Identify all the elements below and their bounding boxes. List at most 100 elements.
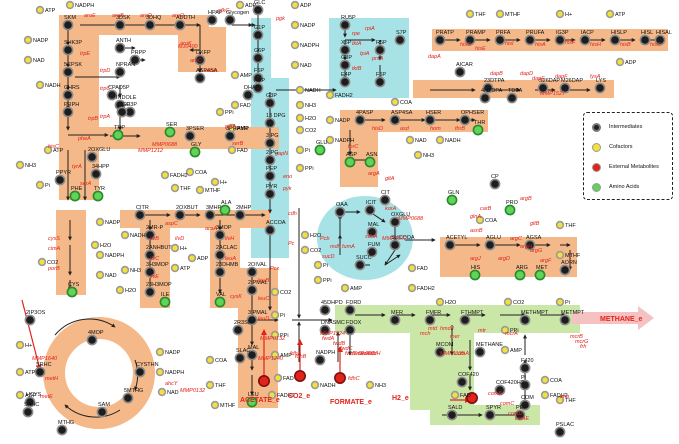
cofactor-node xyxy=(405,135,415,145)
intermediate-node xyxy=(264,170,276,182)
cofactor-node xyxy=(15,367,25,377)
cofactor-label: ADP xyxy=(625,60,637,66)
intermediate-label: ICIT xyxy=(366,200,377,206)
cofactor-node xyxy=(407,263,417,273)
external-metabolite-node xyxy=(465,391,478,404)
cofactor-node xyxy=(450,390,460,400)
intermediate-node xyxy=(424,114,436,126)
intermediate-label: 2MHP xyxy=(236,205,252,211)
intermediate-node xyxy=(379,194,391,206)
intermediate-label: PI xyxy=(521,375,527,381)
cofactor-label: COA xyxy=(400,100,412,106)
enzyme-label: fumA xyxy=(342,244,355,250)
cofactor-node xyxy=(23,35,33,45)
intermediate-label: 13 DPG xyxy=(266,113,286,119)
amino-acid-label: SER xyxy=(166,122,177,128)
cofactor-node xyxy=(390,97,400,107)
intermediate-label: AORN xyxy=(561,260,577,266)
enzyme-label: ahcY xyxy=(165,381,178,387)
cofactor-label: PPi xyxy=(510,328,519,334)
external-metabolite-node xyxy=(257,374,270,387)
enzyme-label: aroK xyxy=(180,41,192,47)
enzyme-label: argC xyxy=(510,236,522,242)
intermediate-node xyxy=(144,229,156,241)
intermediate-label: F420 xyxy=(521,358,534,364)
cofactor-node xyxy=(500,345,510,355)
intermediate-label: PEP xyxy=(516,405,527,411)
intermediate-label: METMPT xyxy=(561,310,585,316)
cofactor-label: CO2 xyxy=(280,290,291,296)
intermediate-label: 3H3MOP xyxy=(146,262,169,268)
enzyme-label: trpB xyxy=(88,116,98,122)
enzyme-label: comC xyxy=(500,401,514,407)
cofactor-node xyxy=(267,390,277,400)
intermediate-node xyxy=(334,206,346,218)
enzyme-label: MMP0132 xyxy=(180,388,205,394)
intermediate-label: FDOX xyxy=(346,320,362,326)
cofactor-label: AMP xyxy=(350,286,362,292)
cofactor-label: MTHF xyxy=(205,188,221,194)
intermediate-node xyxy=(214,266,226,278)
intermediate-node xyxy=(506,92,518,104)
cofactor-node xyxy=(295,145,305,155)
intermediate-node xyxy=(214,229,226,241)
intermediate-label: METHANE xyxy=(476,342,503,348)
cofactor-node xyxy=(295,113,305,123)
intermediate-node xyxy=(106,89,118,101)
cofactor-label: ATP xyxy=(180,266,191,272)
amino-acid-node xyxy=(159,296,171,308)
cofactor-label: NADH xyxy=(445,138,461,144)
intermediate-label: HISLP xyxy=(611,30,627,36)
intermediate-node xyxy=(344,304,356,316)
nodes-layer xyxy=(15,0,666,438)
enzyme-label: hisB xyxy=(620,42,631,48)
cofactor-label: FADH2 xyxy=(170,173,188,179)
intermediate-label: HPAP xyxy=(208,10,223,16)
amino-acid-label: HIS xyxy=(471,265,481,271)
cofactor-node xyxy=(540,390,550,400)
aromatic-band xyxy=(59,15,209,200)
enzyme-label: leuD xyxy=(258,316,269,322)
intermediate-label: PYR xyxy=(266,184,277,190)
enzyme-label: hisC xyxy=(48,144,59,150)
intermediate-node xyxy=(354,114,366,126)
intermediate-label: SRHC xyxy=(36,362,52,368)
intermediate-label: PEP xyxy=(266,166,277,172)
intermediate-node xyxy=(144,286,156,298)
cofactor-node xyxy=(615,57,625,67)
cofactor-node xyxy=(187,253,197,263)
enzyme-label: serB xyxy=(232,141,244,147)
amino-acid-label: GLN xyxy=(448,190,459,196)
intermediate-label: TDPA xyxy=(508,88,523,94)
enzyme-label: argJ xyxy=(470,256,481,262)
cofactor-label: NH3 xyxy=(25,163,36,169)
cofactor-label: H2O xyxy=(125,288,137,294)
intermediate-node xyxy=(519,362,531,374)
cofactor-label: AMP xyxy=(237,126,249,132)
cofactor-node xyxy=(500,325,510,335)
cofactor-label: ADP xyxy=(25,393,37,399)
intermediate-label: HCYS xyxy=(26,392,42,398)
intermediate-label: 3PSER xyxy=(186,126,204,132)
intermediate-node xyxy=(389,239,401,251)
enzyme-label: metH xyxy=(45,376,58,382)
cofactor-node xyxy=(555,220,565,230)
intermediate-label: R5P xyxy=(376,40,387,46)
amino-acid-node xyxy=(214,296,226,308)
enzyme-label: MJ0400 xyxy=(178,44,199,50)
ext-label-formate: FORMATE_e xyxy=(330,399,372,406)
intermediate-label: 2ACLAC xyxy=(216,245,237,251)
amino-acid-node xyxy=(314,144,326,156)
intermediate-node xyxy=(639,34,651,46)
cofactor-node xyxy=(300,245,310,255)
legend-row-cofactors: Cofactors xyxy=(592,141,633,153)
amino-acid-node xyxy=(344,156,356,168)
intermediate-label: PRPH xyxy=(64,102,79,108)
intermediate-label: SHK3P xyxy=(64,40,82,46)
enzyme-label: pyk xyxy=(282,186,292,192)
cofactor-label: NADH xyxy=(45,83,61,89)
intermediate-node xyxy=(62,89,74,101)
intermediate-label: G3P xyxy=(341,55,352,61)
intermediate-node xyxy=(86,151,98,163)
intermediate-label: ACETYL xyxy=(446,235,467,241)
